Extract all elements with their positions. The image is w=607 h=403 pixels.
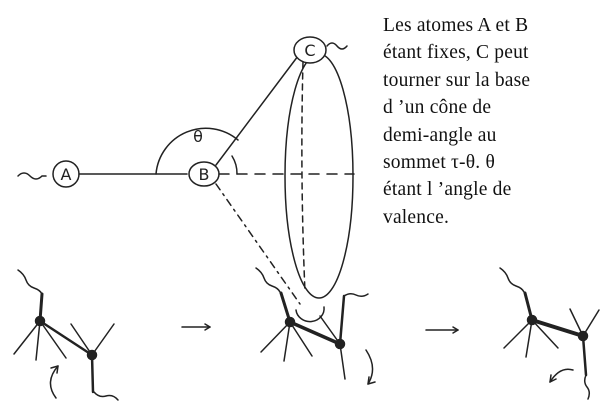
wavy-bond <box>499 267 525 293</box>
bond <box>90 353 95 394</box>
caption-line: valence. <box>383 206 450 228</box>
wavy-bond-a <box>17 172 47 180</box>
bond-b-c <box>215 55 299 166</box>
atom-node <box>526 314 538 326</box>
bond <box>288 320 342 346</box>
chain-step-2 <box>255 267 376 385</box>
bond <box>289 321 313 357</box>
wavy-bond <box>93 391 119 401</box>
wavy-bond <box>255 267 281 293</box>
rotation-arrowhead <box>549 374 557 383</box>
chain-step-3 <box>499 267 600 400</box>
angle-theta-label: θ <box>193 127 203 146</box>
bond <box>70 323 93 356</box>
bond <box>13 320 41 355</box>
cone-figure <box>17 36 355 323</box>
caption-line: Les atomes A et B <box>383 15 529 36</box>
caption-line: d ’un cône de <box>383 97 492 119</box>
rotation-arrowhead <box>50 365 59 374</box>
sequence-arrowhead-1 <box>204 323 211 331</box>
rotation-arrow <box>49 365 59 399</box>
chain-step-1 <box>13 269 119 401</box>
bond <box>35 320 41 361</box>
bond <box>39 320 67 359</box>
caption-line: sommet τ-θ. θ <box>383 152 495 174</box>
bond <box>569 308 584 337</box>
wavy-bond <box>583 374 591 400</box>
bond <box>283 321 291 362</box>
atom-a-label: A <box>61 165 72 184</box>
angle-small-arc <box>231 155 238 175</box>
sequence-arrowhead-2 <box>452 326 459 334</box>
bond <box>582 309 600 337</box>
wavy-bond <box>343 292 369 298</box>
bond <box>338 294 346 346</box>
rotation-arrow <box>549 368 574 383</box>
bond <box>38 319 94 357</box>
bond <box>319 315 341 345</box>
bond-b-c-lower <box>215 183 301 305</box>
bond <box>530 318 585 338</box>
caption-line: étant fixes, C peut <box>383 42 529 64</box>
bond <box>260 321 291 353</box>
bond <box>339 343 346 380</box>
atom-c-lower <box>295 306 325 323</box>
wavy-bond <box>17 269 43 295</box>
bond <box>581 334 588 377</box>
bond <box>531 319 559 349</box>
cone-base-ellipse <box>284 53 354 299</box>
atom-node <box>34 315 46 327</box>
rotation-arrowhead <box>367 376 376 385</box>
caption-line: demi-angle au <box>383 124 497 146</box>
atom-c <box>293 36 327 64</box>
angle-theta-arc <box>155 127 239 175</box>
caption-line: tourner sur la base <box>383 69 531 91</box>
caption-line: étant l ’angle de <box>383 179 512 201</box>
cone-base-hidden-edge <box>301 61 306 293</box>
atom-c-label: C <box>304 41 315 60</box>
rotation-sequence <box>13 267 600 401</box>
bond <box>525 319 533 358</box>
atom-node <box>284 316 296 328</box>
bond <box>91 323 115 356</box>
wavy-bond-c <box>326 42 348 50</box>
caption-text: Les atomes A et B étant fixes, C peut to… <box>383 12 605 231</box>
rotation-arrow <box>365 349 374 385</box>
bond <box>503 319 533 349</box>
atom-b-label: B <box>199 165 210 184</box>
